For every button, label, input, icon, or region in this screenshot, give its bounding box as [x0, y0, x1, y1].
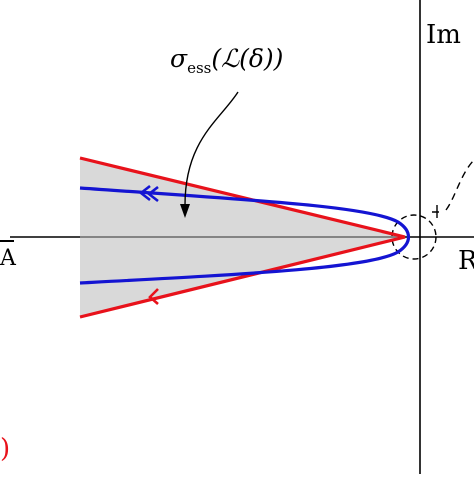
- operator-text: (ℒ(δ)): [211, 44, 284, 73]
- blue-curve: [79, 186, 411, 285]
- chevron-left-icon: [138, 184, 159, 203]
- overline: [0, 240, 14, 242]
- red-ray-lower: [79, 235, 406, 319]
- curved-arrow-head: [180, 204, 190, 218]
- sigma-subscript: ess: [187, 59, 212, 77]
- dashed-contour: [432, 159, 474, 213]
- chevron-left-icon: [148, 288, 159, 305]
- red-ray-upper: [79, 156, 406, 239]
- dashed-circle: [391, 214, 437, 260]
- left-cut-label: A: [0, 246, 16, 271]
- real-axis-label: R: [458, 246, 474, 276]
- essential-spectrum-label: σess(ℒ(δ)): [170, 46, 283, 76]
- bottom-cut-label: ): [0, 434, 11, 464]
- sigma-symbol: σ: [170, 44, 188, 73]
- imaginary-axis-label: Im: [426, 20, 461, 50]
- curved-arrow-icon: [184, 91, 239, 206]
